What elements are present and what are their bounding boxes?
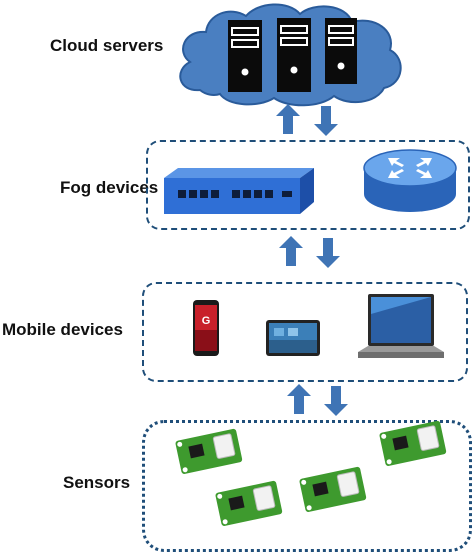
arrow-up-icon [279,236,303,266]
server-icon [325,18,357,84]
arrow-up-icon [276,104,300,134]
laptop-icon [358,294,444,358]
smartphone-icon: G [193,300,219,356]
server-icon [277,18,311,92]
sensor-board-icon [175,428,243,474]
cloud-servers-label: Cloud servers [50,36,164,55]
cloud-icon [179,3,402,107]
server-icon [228,20,262,92]
sensor-board-icon [299,466,367,512]
mobile-layer-box [142,282,468,382]
tablet-icon [266,320,320,356]
router-icon [363,149,457,212]
sensors-label: Sensors [63,473,131,492]
sensor-board-icon [215,480,283,526]
fog-layer-box [146,140,470,230]
arrow-down-icon [316,238,340,268]
sensor-layer-box [142,420,472,552]
sensor-board-icon [379,420,447,466]
network-switch-icon [164,168,314,214]
mobile-devices-label: Mobile devices [2,320,123,339]
fog-devices-label: Fog devices [60,178,159,197]
arrow-up-icon [287,384,311,414]
arrow-down-icon [314,106,338,136]
arrow-down-icon [324,386,348,416]
svg-text:G: G [202,315,211,327]
